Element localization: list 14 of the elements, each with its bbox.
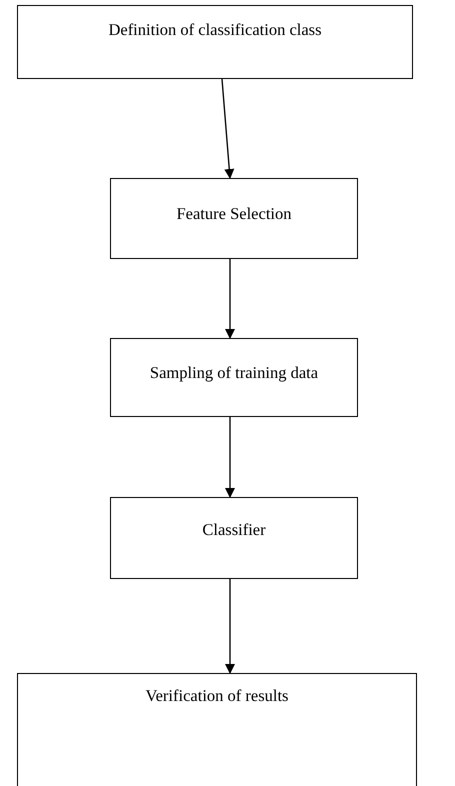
process-box [17, 673, 417, 786]
process-box [110, 178, 358, 259]
arrow [225, 417, 235, 498]
box-label: Verification of results [146, 686, 288, 706]
process-box [110, 338, 358, 417]
process-box [17, 5, 413, 79]
box-label: Sampling of training data [150, 363, 318, 383]
box-label: Feature Selection [176, 204, 292, 224]
arrow [225, 579, 235, 674]
process-box [110, 497, 358, 579]
box-label: Classifier [202, 520, 266, 540]
arrow [225, 259, 235, 339]
box-label: Definition of classification class [108, 20, 322, 40]
arrow [221, 78, 234, 179]
